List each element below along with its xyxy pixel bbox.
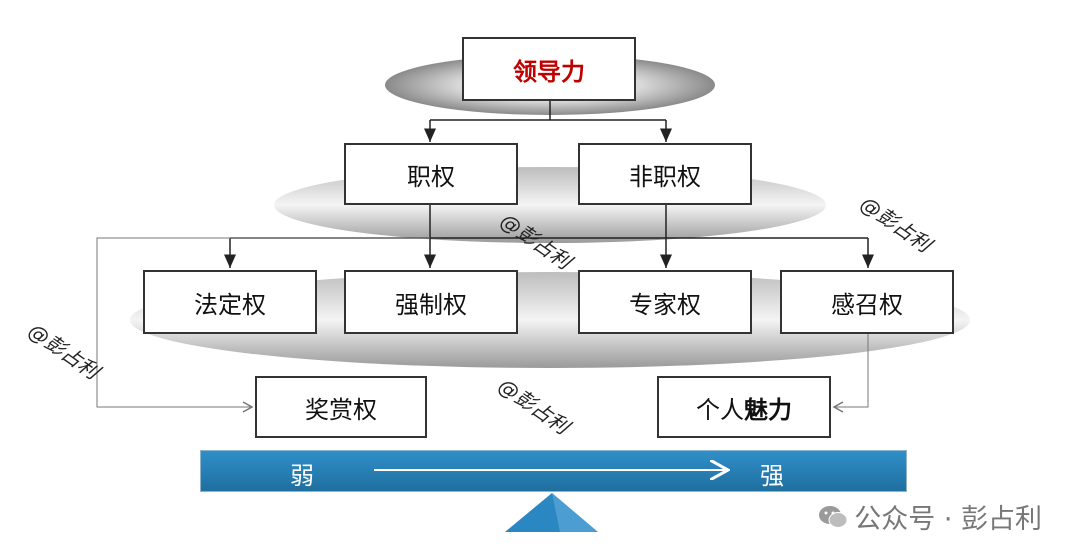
wechat-icon — [819, 505, 848, 528]
node-expert-power: 专家权 — [578, 270, 752, 334]
node-personal-charisma: 个人魅力 — [657, 376, 831, 438]
fulcrum-highlight — [552, 493, 598, 532]
connector-side — [96, 237, 869, 413]
node-legitimate-power: 法定权 — [143, 270, 317, 334]
footer-source: 公众号 · 彭占利 — [818, 497, 1042, 536]
charisma-prefix: 个人 — [696, 395, 744, 424]
node-reward-power: 奖赏权 — [255, 376, 427, 438]
scale-weak-label: 弱 — [290, 462, 314, 490]
node-non-positional-power: 非职权 — [578, 143, 752, 205]
ellipse-tier-3 — [130, 272, 970, 368]
scale-strong-label: 强 — [760, 462, 784, 490]
node-referent-power: 感召权 — [780, 270, 954, 334]
charisma-bold: 魅力 — [744, 395, 792, 424]
node-leadership: 领导力 — [462, 37, 636, 101]
node-positional-power: 职权 — [344, 143, 518, 205]
footer-text: 公众号 · 彭占利 — [854, 504, 1042, 535]
node-coercive-power: 强制权 — [344, 270, 518, 334]
connector-top — [424, 100, 672, 142]
